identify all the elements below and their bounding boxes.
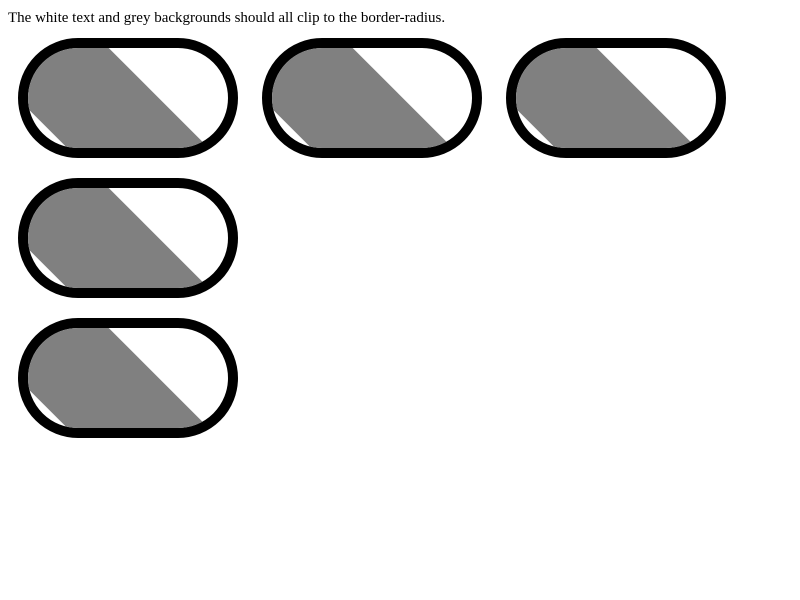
test-pill-2: ative <box>262 38 482 158</box>
test-pill-1: g <box>18 38 238 158</box>
test-pill-4: elative <box>18 178 238 298</box>
band-label: g <box>122 44 140 62</box>
instruction-text: The white text and grey backgrounds shou… <box>8 10 446 26</box>
test-pill-5: bsolute <box>18 318 238 438</box>
test-pill-3: atic <box>506 38 726 158</box>
